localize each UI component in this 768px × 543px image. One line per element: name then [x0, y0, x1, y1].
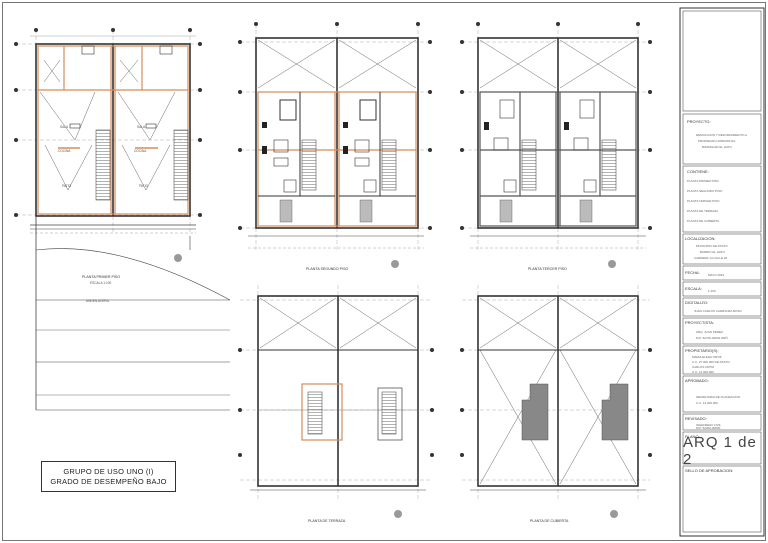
- tb-escala-value: 1:100: [708, 289, 716, 293]
- room-label: PATIO: [139, 184, 149, 188]
- tb-fecha-heading: FECHA:: [685, 270, 700, 275]
- group-label-line2: GRADO DE DESEMPEÑO BAJO: [50, 476, 167, 486]
- tb-revisado-heading: REVISADO:: [685, 416, 707, 421]
- tb-revisado-line: INGENIERO CIVIL: [696, 423, 722, 427]
- room-label: COCINA: [58, 149, 71, 153]
- title-block: PROYECTO: DEMOLICION Y REFORZAMIENTO A P…: [679, 7, 765, 537]
- tb-contiene-heading: CONTIENE:: [687, 169, 709, 174]
- plan-title: PLANTA DE TERRAZA: [308, 519, 346, 523]
- plan-title: PLANTA TERCER PISO: [528, 267, 567, 271]
- tb-proyectista-heading: PROYECTISTA:: [685, 320, 714, 325]
- room-label: SALA: [137, 125, 146, 129]
- tb-localizacion-line: CARRERA 14 CALLE 20: [694, 256, 728, 260]
- tb-escala-heading: ESCALA:: [685, 286, 702, 291]
- tb-aprobado-line: SECRETARIA DE PLANEACION: [696, 395, 740, 399]
- tb-aprobado-line: C.C. 12.000.000: [696, 401, 718, 405]
- street-label: ANDEN ACERA: [86, 299, 110, 303]
- tb-localizacion-heading: LOCALIZACION:: [685, 236, 715, 241]
- tb-plano-heading: PLANO:: [685, 434, 700, 439]
- group-label-line1: GRUPO DE USO UNO (I): [63, 466, 154, 476]
- tb-digitalizo-heading: DIGITALIZO:: [685, 300, 708, 305]
- seismic-group-label: GRUPO DE USO UNO (I) GRADO DE DESEMPEÑO …: [41, 461, 176, 492]
- tb-proyecto-line: BIFAMILIAR EL HATO: [702, 145, 732, 149]
- tb-proyecto-line: PROPIEDAD HORIZONTAL: [698, 139, 736, 143]
- tb-contiene-item: PLANTA DE CUBIERTA: [687, 219, 719, 223]
- tb-digitalizo-value: JUAN CARLOS CARRANZA ROSO: [694, 309, 743, 313]
- room-label: SALA: [60, 125, 69, 129]
- sheet-number: ARQ 1 de 2: [683, 434, 757, 468]
- tb-contiene-item: PLANTA DE TERRAZA: [687, 209, 718, 213]
- north-marker: [174, 254, 182, 262]
- tb-aprobado-heading: APROBADO:: [685, 378, 709, 383]
- north-marker: [610, 510, 618, 518]
- plan-title: PLANTA PRIMER PISO: [82, 275, 120, 279]
- tb-propietario-line: C.C. 27.000.000 DE PASTO: [692, 360, 730, 364]
- north-marker: [608, 260, 616, 268]
- plan-segundo-piso: PLANTA SEGUNDO PISO: [238, 22, 432, 271]
- tb-localizacion-line: BARRIO EL HATO: [700, 250, 725, 254]
- tb-propietario-line: C.C. 12.000.000: [692, 370, 714, 374]
- tb-propietario-line: MARIA ELENA ORTIZ: [692, 355, 722, 359]
- plan-cubierta: PLANTA DE CUBIERTA: [460, 285, 652, 523]
- room-label: PATIO: [62, 184, 72, 188]
- tb-fecha-value: MAYO 2023: [708, 273, 724, 277]
- plan-title: PLANTA DE CUBIERTA: [530, 519, 569, 523]
- tb-proyecto-heading: PROYECTO:: [687, 119, 711, 124]
- north-marker: [391, 260, 399, 268]
- plan-primer-piso: SALA SALA COCINA COCINA PATIO PATIO PLAN…: [14, 28, 231, 411]
- tb-contiene-item: PLANTA TERCER PISO: [687, 199, 720, 203]
- tb-revisado-line: M.P. 52202-00000: [696, 426, 721, 430]
- tb-proyectista-line: ARQ. JUAN PEREZ: [696, 330, 723, 334]
- plan-terraza: PLANTA DE TERRAZA: [238, 285, 434, 523]
- tb-propietario-line: CARLOS ORTIZ: [692, 365, 714, 369]
- tb-contiene-item: PLANTA PRIMER PISO: [687, 179, 719, 183]
- plan-tercer-piso: PLANTA TERCER PISO: [460, 22, 652, 271]
- plan-title: PLANTA SEGUNDO PISO: [306, 267, 348, 271]
- tb-proyecto-line: DEMOLICION Y REFORZAMIENTO A: [696, 133, 747, 137]
- plan-scale: ESCALA 1:100: [90, 281, 111, 285]
- tb-proyectista-line: M.P. 52700-00001 NRÑ: [696, 335, 728, 340]
- tb-localizacion-line: MUNICIPIO DE PASTO: [696, 244, 728, 248]
- tb-sello-heading: SELLO DE APROBACION:: [685, 468, 733, 473]
- north-marker: [394, 510, 402, 518]
- tb-contiene-item: PLANTA SEGUNDO PISO: [687, 189, 723, 193]
- tb-propietario-heading: PROPIETARIO(S):: [685, 348, 718, 353]
- room-label: COCINA: [134, 149, 147, 153]
